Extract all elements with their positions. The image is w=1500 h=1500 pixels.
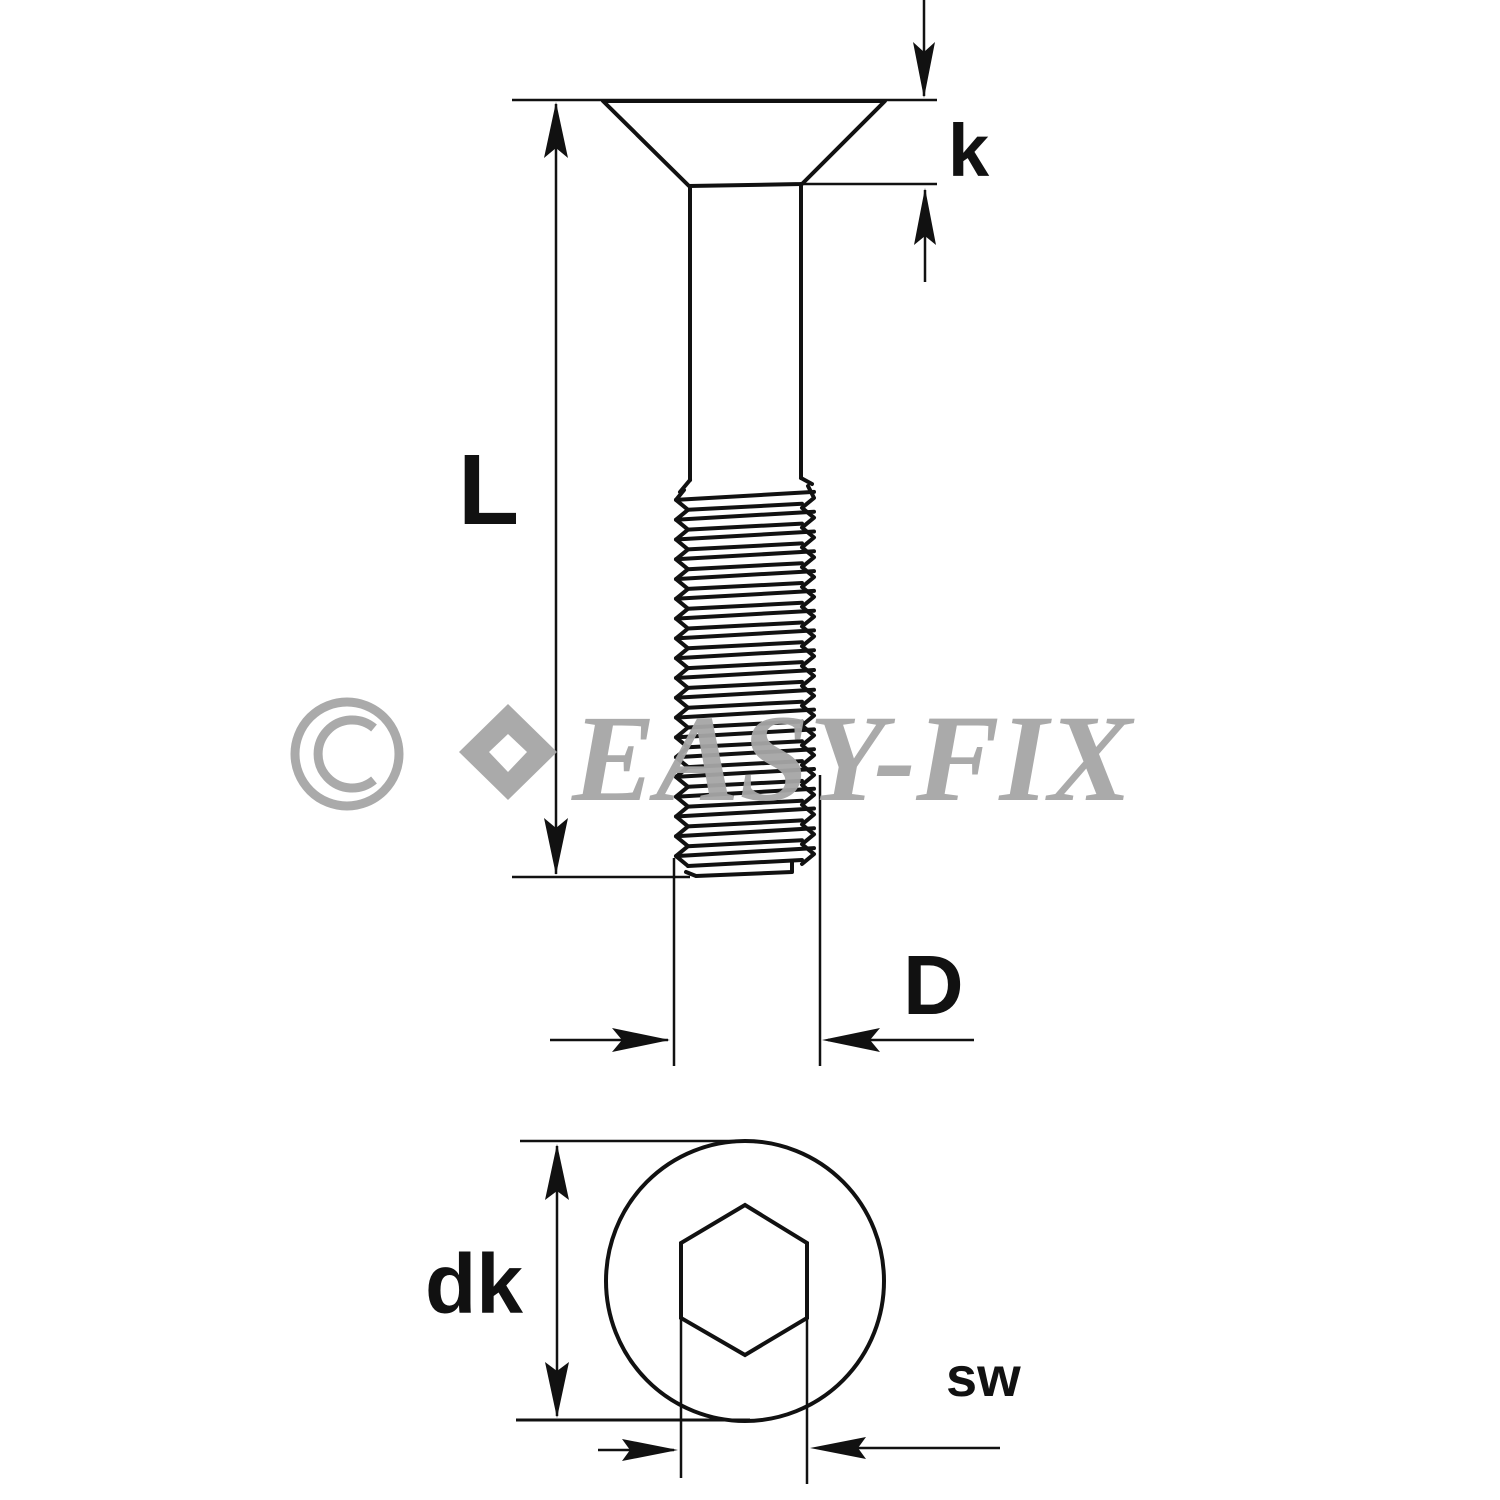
label-l: L bbox=[458, 434, 519, 546]
top-view bbox=[604, 1139, 886, 1423]
arrow-up-icon bbox=[545, 1144, 569, 1200]
countersunk-head bbox=[601, 99, 887, 188]
arrow-left-icon bbox=[822, 1028, 880, 1052]
arrow-right-icon bbox=[622, 1439, 678, 1461]
thread-runout-right bbox=[799, 476, 814, 486]
arrow-right-icon bbox=[612, 1028, 670, 1052]
label-dk: dk bbox=[425, 1237, 523, 1331]
watermark: EASY-FIX bbox=[290, 690, 1135, 827]
head-outline bbox=[604, 1139, 886, 1423]
arrow-down-icon bbox=[544, 818, 568, 875]
thread-section bbox=[674, 484, 816, 868]
arrow-down-icon bbox=[913, 42, 935, 98]
diamond-logo-icon bbox=[459, 704, 557, 800]
copyright-icon bbox=[290, 697, 404, 811]
hex-socket bbox=[679, 1202, 809, 1358]
l-dimension bbox=[512, 102, 690, 879]
watermark-brand: EASY-FIX bbox=[571, 690, 1135, 827]
side-view bbox=[601, 99, 887, 878]
dk-dimension bbox=[516, 1139, 750, 1422]
k-dimension bbox=[512, 0, 937, 282]
label-d: D bbox=[903, 938, 964, 1032]
d-dimension bbox=[550, 775, 974, 1066]
arrow-up-icon bbox=[544, 102, 568, 158]
arrow-down-icon bbox=[545, 1362, 569, 1418]
sw-dimension bbox=[598, 1318, 1000, 1484]
label-sw: sw bbox=[946, 1345, 1021, 1408]
copyright-c bbox=[313, 715, 377, 793]
screw-tip bbox=[684, 860, 794, 878]
label-k: k bbox=[948, 109, 990, 192]
arrow-up-icon bbox=[914, 188, 936, 245]
arrow-left-icon bbox=[810, 1437, 866, 1459]
